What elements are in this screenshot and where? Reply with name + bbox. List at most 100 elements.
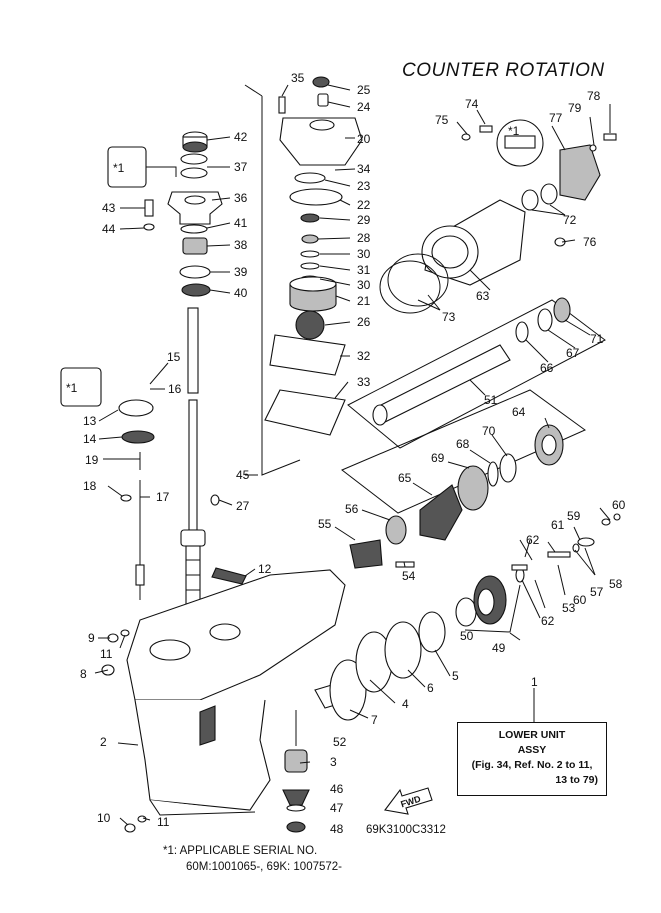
reference-labels: 1 2 3 4 5 6 7 8 9 10 11 11 12 13 14 15 1… — [80, 71, 626, 836]
ref-label: 46 — [330, 782, 344, 796]
fwd-arrow: FWD — [384, 787, 433, 815]
lower-case-group — [101, 494, 346, 833]
ref-label: 71 — [590, 332, 604, 346]
ref-label: 31 — [357, 263, 371, 277]
ref-label: 50 — [460, 629, 474, 643]
ref-label: 59 — [567, 509, 581, 523]
ref-label: 5 — [452, 669, 459, 683]
forward-gear-group — [329, 513, 621, 721]
footnote-line: 60M:1001065-, 69K: 1007572- — [186, 861, 343, 873]
prop-shaft-housing-group: *1 — [379, 119, 617, 314]
ref-label: 32 — [357, 349, 371, 363]
ref-label: 4 — [402, 697, 409, 711]
diagram-code: 69K3100C3312 — [366, 824, 446, 836]
water-pump-group — [264, 76, 363, 436]
ref-label: 3 — [330, 755, 337, 769]
ref-label: 8 — [80, 667, 87, 681]
ref-label: 53 — [562, 601, 576, 615]
ref-label: 2 — [100, 735, 107, 749]
ref-label: 62 — [541, 614, 555, 628]
footnote-line: *1: APPLICABLE SERIAL NO. — [163, 845, 318, 857]
info-box: LOWER UNIT ASSY (Fig. 34, Ref. No. 2 to … — [457, 722, 607, 796]
ref-label: 7 — [371, 713, 378, 727]
ref-label: 37 — [234, 160, 248, 174]
ref-label: 16 — [168, 382, 182, 396]
ref-label: 18 — [83, 479, 97, 493]
ref-label: 47 — [330, 801, 344, 815]
ref-label: 27 — [236, 499, 250, 513]
ref-label: 54 — [402, 569, 416, 583]
ref-label: 42 — [234, 130, 248, 144]
ref-label: 23 — [357, 179, 371, 193]
info-box-line: LOWER UNIT — [498, 729, 566, 741]
ref-label: 74 — [465, 97, 479, 111]
ref-label: 58 — [609, 577, 623, 591]
ref-label: 56 — [345, 502, 359, 516]
ref-label: 60 — [573, 593, 587, 607]
ref-label: 77 — [549, 111, 563, 125]
ref-label: 39 — [234, 265, 248, 279]
ref-label: 30 — [357, 247, 371, 261]
ref-label: 51 — [484, 393, 498, 407]
ref-label: 6 — [427, 681, 434, 695]
ref-label: 73 — [442, 310, 456, 324]
ref-label: 33 — [357, 375, 371, 389]
ref-label: 13 — [83, 414, 97, 428]
ref-label: 12 — [258, 562, 272, 576]
ref-label: 30 — [357, 278, 371, 292]
ref-label: 65 — [398, 471, 412, 485]
ref-label: 57 — [590, 585, 604, 599]
ref-label: 49 — [492, 641, 506, 655]
ref-label: 15 — [167, 350, 181, 364]
svg-text:*1: *1 — [66, 381, 78, 395]
ref-label: 1 — [531, 675, 538, 689]
ref-label: 55 — [318, 517, 332, 531]
ref-label: 75 — [435, 113, 449, 127]
drive-shaft-group: *1 *1 — [60, 84, 301, 613]
ref-label: 14 — [83, 432, 97, 446]
ref-label: 78 — [587, 89, 601, 103]
ref-label: 24 — [357, 100, 371, 114]
ref-label: 44 — [102, 222, 116, 236]
ref-label: 11 — [157, 815, 170, 829]
ref-label: 64 — [512, 405, 526, 419]
ref-label: 66 — [540, 361, 554, 375]
svg-text:*1: *1 — [508, 124, 520, 138]
ref-label: 19 — [85, 453, 99, 467]
ref-label: 38 — [234, 238, 248, 252]
diagram-title: COUNTER ROTATION — [402, 60, 605, 81]
ref-label: 52 — [333, 735, 347, 749]
ref-label: 17 — [156, 490, 170, 504]
info-box-line: ASSY — [517, 744, 547, 756]
ref-label: 40 — [234, 286, 248, 300]
ref-label: 9 — [88, 631, 95, 645]
ref-label: 69 — [431, 451, 445, 465]
info-box-line: 13 to 79) — [555, 774, 598, 786]
ref-label: 60 — [612, 498, 626, 512]
ref-label: 41 — [234, 216, 248, 230]
prop-shaft-group — [341, 297, 606, 569]
ref-label: 62 — [526, 533, 540, 547]
ref-label: 20 — [357, 132, 371, 146]
ref-label: 43 — [102, 201, 116, 215]
ref-label: 68 — [456, 437, 470, 451]
ref-label: 79 — [568, 101, 582, 115]
ref-label: 45 — [236, 468, 250, 482]
ref-label: 35 — [291, 71, 305, 85]
leader-lines — [94, 84, 611, 826]
ref-label: 72 — [563, 213, 577, 227]
ref-label: 11 — [100, 647, 113, 661]
svg-text:*1: *1 — [113, 161, 125, 175]
ref-label: 28 — [357, 231, 371, 245]
info-box-line: (Fig. 34, Ref. No. 2 to 11, — [471, 759, 593, 771]
ref-label: 34 — [357, 162, 371, 176]
ref-label: 36 — [234, 191, 248, 205]
ref-label: 29 — [357, 213, 371, 227]
ref-label: 22 — [357, 198, 371, 212]
ref-label: 63 — [476, 289, 490, 303]
ref-label: 10 — [97, 811, 111, 825]
ref-label: 76 — [583, 235, 597, 249]
ref-label: 21 — [357, 294, 371, 308]
ref-label: 70 — [482, 424, 496, 438]
